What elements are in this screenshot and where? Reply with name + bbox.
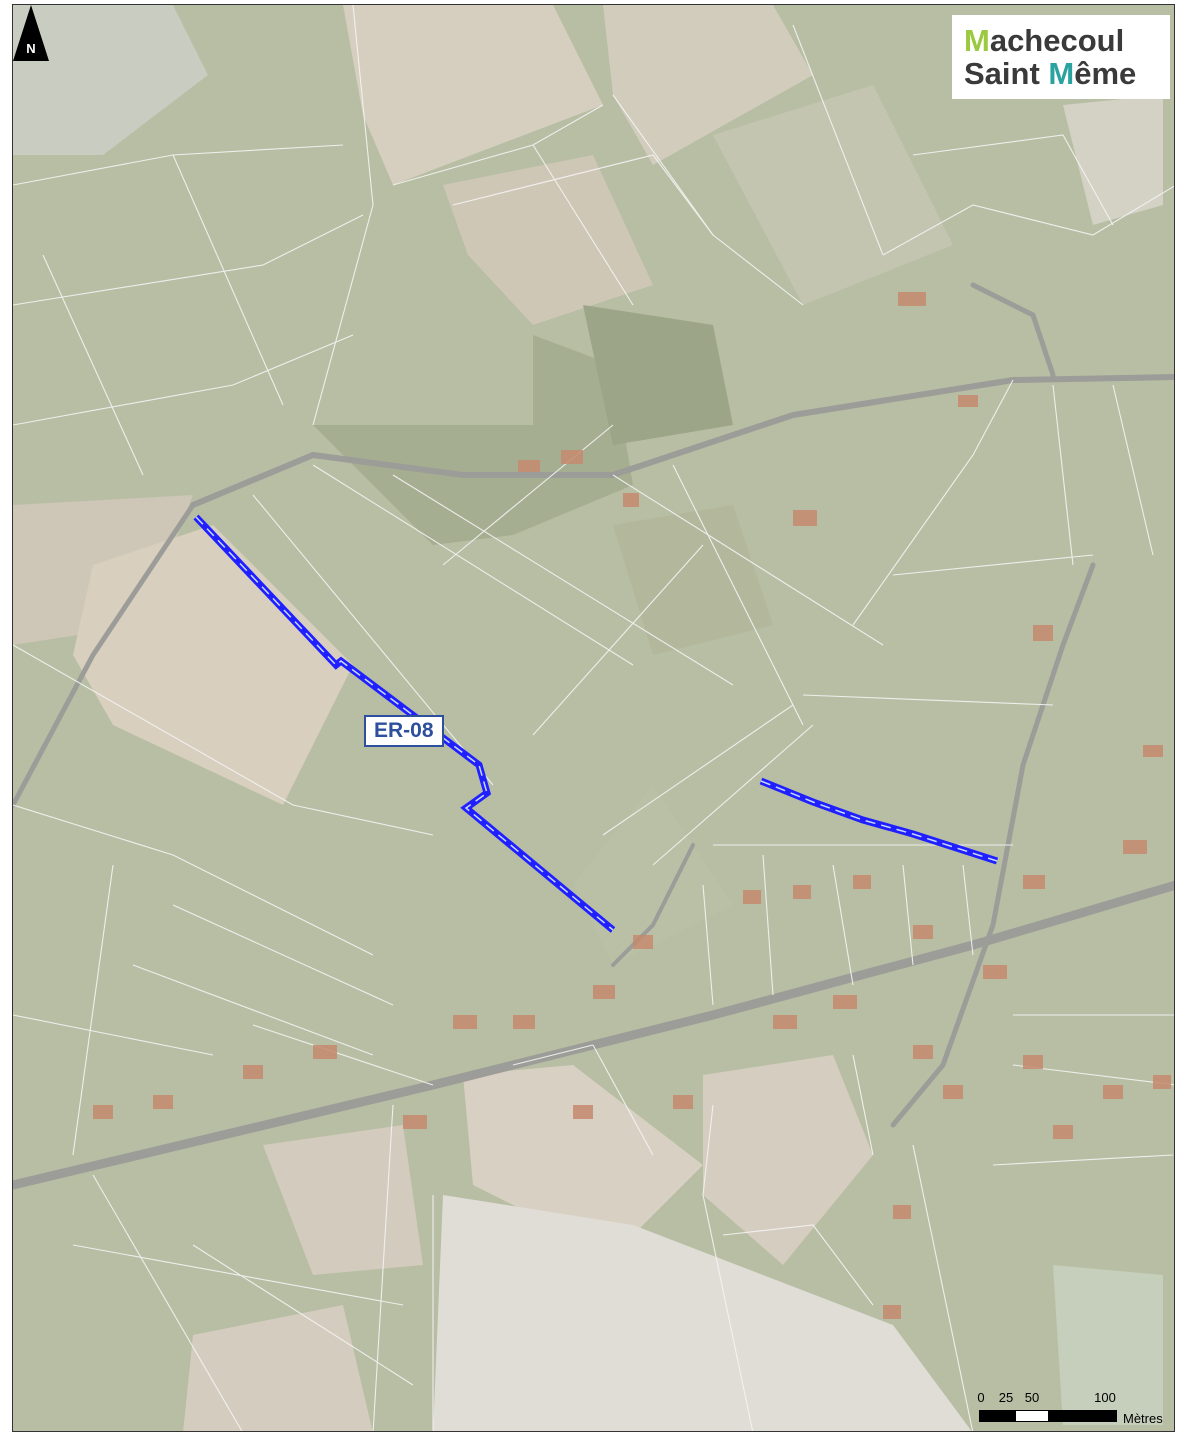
buildings xyxy=(93,292,1171,1319)
aerial-map[interactable] xyxy=(13,5,1175,1432)
scale-tick-100: 100 xyxy=(1094,1390,1116,1405)
scale-segment-2 xyxy=(1015,1410,1049,1422)
terrain-patches xyxy=(13,5,1174,1431)
north-letter: N xyxy=(26,41,35,56)
scale-tick-50: 50 xyxy=(1024,1390,1040,1405)
logo-machecoul-saint-meme: Machecoul Saint Même xyxy=(952,15,1170,99)
map-frame[interactable]: N Machecoul Saint Même ER-08 0 25 50 100… xyxy=(12,4,1175,1432)
scale-segment-3 xyxy=(1049,1410,1117,1422)
parcel-label: ER-08 xyxy=(364,715,444,747)
scale-tick-0: 0 xyxy=(977,1390,985,1405)
er-08-parcel[interactable] xyxy=(193,514,999,933)
cadastre-lines xyxy=(13,5,1174,1431)
logo-line-1: Machecoul xyxy=(964,23,1125,58)
scale-unit: Mètres xyxy=(1123,1411,1163,1426)
logo-line-2: Saint Même xyxy=(964,56,1137,91)
scale-tick-25: 25 xyxy=(998,1390,1014,1405)
north-arrow-icon: N xyxy=(13,5,49,61)
scale-segment-1 xyxy=(979,1410,1015,1422)
scale-bar: 0 25 50 100 Mètres xyxy=(975,1390,1174,1430)
